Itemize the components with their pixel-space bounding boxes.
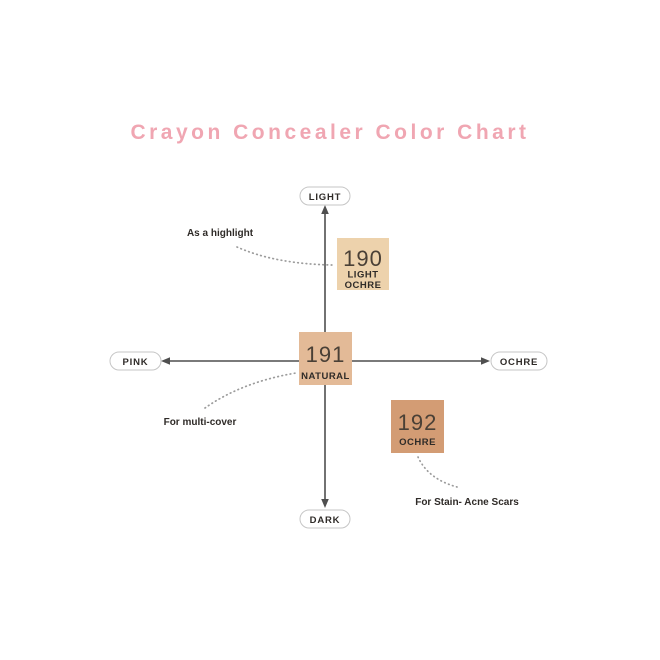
swatch-192-color-square [391,400,444,453]
arrow-right-icon [481,357,490,365]
swatch-191: 191 NATURAL [299,332,352,385]
annotation-stain: For Stain- Acne Scars [415,497,519,508]
arrow-left-icon [161,357,170,365]
dotted-curve-stain [417,456,458,488]
axis-label-dark: DARK [310,515,341,526]
pill-dark-shape [299,509,351,529]
dotted-curve-multi-cover [204,372,297,409]
swatch-190-number: 190 [343,246,383,271]
axis-label-ochre: OCHRE [500,357,538,368]
annotation-highlight: As a highlight [187,228,254,239]
arrow-down-icon [321,499,329,508]
swatch-192-number: 192 [398,410,438,435]
axis-pill-ochre: OCHRE [490,351,548,371]
pill-pink-shape [109,351,162,371]
pill-light-shape [299,186,351,206]
swatch-191-number: 191 [306,342,346,367]
swatch-190-name-line2: OCHRE [345,280,382,291]
arrow-up-icon [321,205,329,214]
swatch-190: 190 LIGHT OCHRE [337,238,389,291]
swatch-191-color-square [299,332,352,385]
swatch-192-name: OCHRE [399,437,436,448]
swatch-192: 192 OCHRE [391,400,444,453]
axis-pill-dark: DARK [299,509,351,529]
swatch-190-name-line1: LIGHT [348,270,379,281]
page-title: Crayon Concealer Color Chart [130,121,530,144]
axis-label-light: LIGHT [309,192,342,203]
swatch-191-name: NATURAL [301,371,350,382]
dotted-curve-highlight [236,246,334,266]
axis-pill-light: LIGHT [299,186,351,206]
swatch-190-color-square [337,238,389,290]
pill-ochre-shape [490,351,548,371]
annotation-multi-cover: For multi-cover [164,417,237,428]
axis-label-pink: PINK [123,357,149,368]
axis-pill-pink: PINK [109,351,162,371]
